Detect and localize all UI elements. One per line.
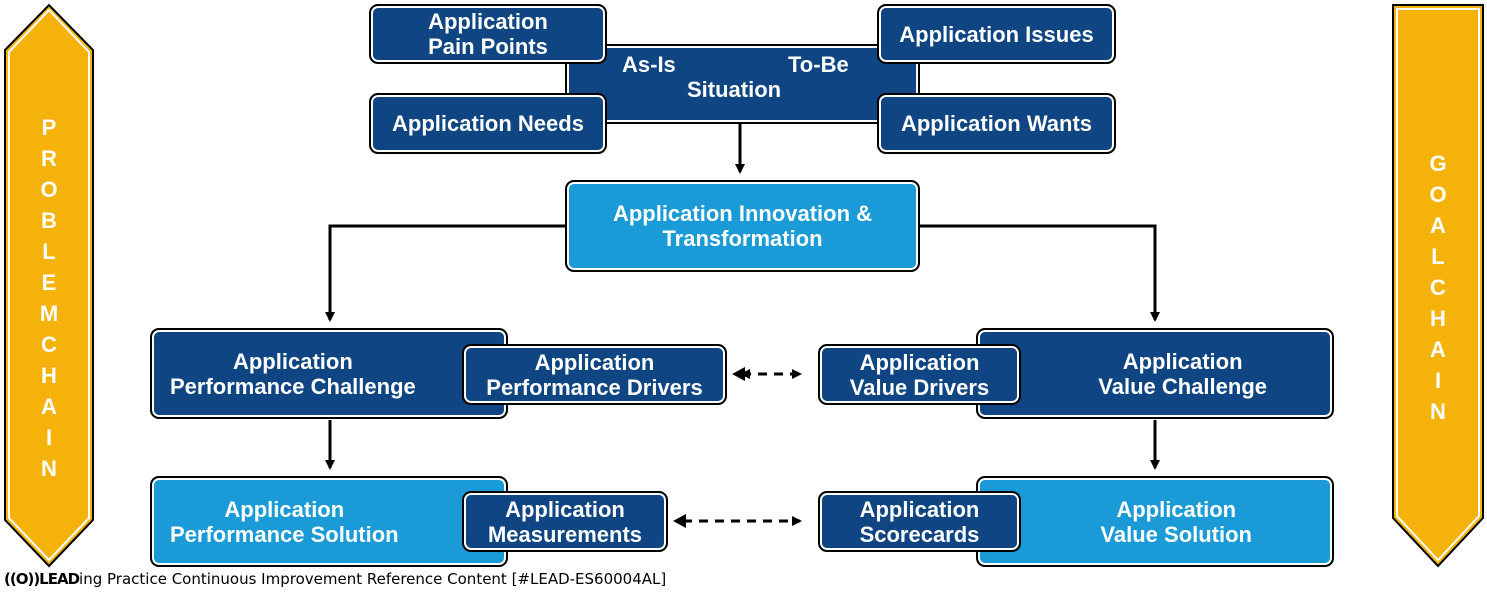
chain-letter: E (41, 270, 57, 295)
text-line: Performance Challenge (170, 373, 416, 399)
chain-letter: P (41, 115, 57, 140)
chain-letter: C (1430, 275, 1446, 300)
text-line: Application (232, 348, 353, 374)
chain-letter: N (41, 456, 57, 481)
footer: ((O))LEADing Practice Continuous Improve… (4, 570, 666, 588)
arrow-innovation-to-value-challenge (918, 224, 1160, 322)
text-line: Value Solution (1100, 521, 1252, 547)
dashed-measurements-left-head (673, 514, 686, 528)
text-line: Transformation (662, 226, 823, 251)
innovation-box: Application Innovation &Transformation (565, 180, 920, 272)
goal-chain-arrow (1392, 4, 1484, 568)
needs-box: Application Needs (369, 93, 607, 154)
text-line: Performance Drivers (486, 374, 703, 400)
arrow-innovation-to-perf-challenge (325, 224, 566, 322)
text-line: Measurements (487, 521, 643, 547)
chain-letter: M (39, 301, 59, 326)
issues-box: Application Issues (877, 4, 1116, 64)
problem-chain-arrow (4, 3, 94, 568)
text-line: Application (224, 496, 345, 522)
chain-letter: B (41, 208, 57, 233)
chain-letter: R (41, 146, 57, 171)
chain-letter: H (1430, 306, 1446, 331)
chain-letter: A (1430, 337, 1446, 362)
chain-letter: C (41, 332, 57, 357)
text-line: Application Wants (900, 111, 1093, 136)
situation-label: Situation (687, 77, 782, 102)
needs-text: Application Needs (392, 111, 584, 136)
chain-letter: L (1431, 244, 1445, 269)
text-line: Application (1122, 348, 1243, 374)
text-line: Application (859, 496, 980, 522)
text-line: Application Needs (392, 111, 584, 136)
text-line: Pain Points (428, 34, 548, 59)
wants-text: Application Wants (901, 111, 1092, 136)
chain-letter: O (40, 177, 58, 202)
dashed-drivers-left-head (732, 367, 745, 381)
text-line: Application (1116, 496, 1237, 522)
text-line: Application Innovation & (612, 201, 873, 226)
as-is-label: As-Is (622, 52, 676, 77)
situation-box (565, 44, 920, 124)
chain-letter: I (1434, 368, 1442, 393)
lead-logo: ((O))LEAD (4, 570, 80, 588)
text-line: Application (859, 349, 980, 375)
chain-letter: L (42, 239, 56, 264)
chain-letter: G (1429, 151, 1447, 176)
text-line: Scorecards (859, 521, 980, 547)
chain-letter: A (1430, 213, 1446, 238)
chain-letter: N (1430, 399, 1446, 424)
wants-box: Application Wants (877, 93, 1116, 154)
text-line: Application (534, 349, 655, 375)
text-line: Performance Solution (170, 521, 399, 547)
text-line: Application (505, 496, 625, 522)
chain-letter: H (41, 363, 57, 388)
text-line: Value Challenge (1098, 373, 1267, 399)
chain-letter: A (41, 394, 57, 419)
issues-text: Application Issues (899, 22, 1093, 47)
chain-letter: I (45, 425, 53, 450)
innovation-text: Application Innovation &Transformation (613, 201, 872, 251)
footer-text: ing Practice Continuous Improvement Refe… (79, 570, 667, 588)
text-line: Value Drivers (849, 374, 990, 400)
to-be-label: To-Be (788, 52, 849, 77)
text-line: Application Issues (899, 21, 1094, 47)
text-line: Application (428, 9, 548, 34)
chain-letter: O (1429, 182, 1447, 207)
